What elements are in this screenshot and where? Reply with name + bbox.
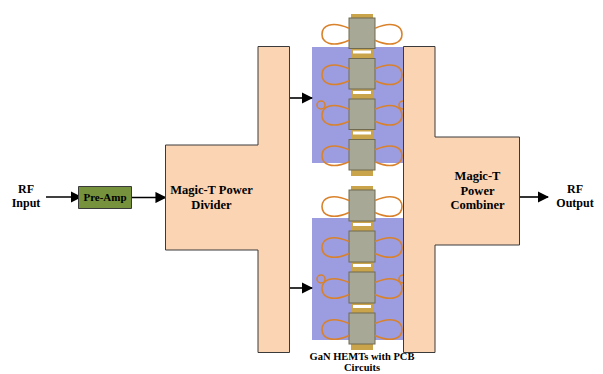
amplifier-box: Pre-Amp (78, 186, 132, 209)
gan-hemt-chip (349, 190, 375, 221)
feed-port (317, 101, 325, 109)
gan-hemt-chip (349, 99, 375, 130)
gan-hemt-chip (349, 18, 375, 49)
signal-arrow (290, 97, 312, 99)
matching-line (375, 279, 402, 299)
node-shape (404, 47, 520, 353)
power-combiner: Magic-T Power Combiner (403, 46, 520, 353)
matching-line (322, 238, 349, 258)
matching-line (375, 24, 402, 44)
gan-hemt-chip (349, 140, 375, 171)
matching-line (322, 146, 349, 166)
signal-connector (132, 197, 166, 199)
node-label: Magic-T Power Combiner (435, 169, 520, 212)
matching-line (322, 105, 349, 125)
matching-line (375, 105, 402, 125)
chip-gap (353, 223, 371, 226)
matching-line (375, 197, 402, 217)
matching-line (375, 65, 402, 85)
node-shape (166, 47, 290, 353)
chip-gap (353, 132, 371, 135)
caption-label: GaN HEMTs with PCB Circuits (297, 351, 427, 373)
node-label: Magic-T Power Divider (165, 183, 258, 212)
chip-gap (353, 91, 371, 94)
port-label: RF Output (549, 183, 601, 211)
chip-gap (353, 305, 371, 308)
signal-arrow (290, 287, 312, 289)
input-arrow (46, 196, 81, 198)
matching-line (322, 279, 349, 299)
gan-hemt-chip (349, 59, 375, 90)
matching-line (322, 24, 349, 44)
feed-port (317, 275, 325, 283)
matching-line (375, 238, 402, 258)
chip-gap (353, 51, 371, 54)
matching-line (322, 65, 349, 85)
matching-line (322, 320, 349, 340)
gan-hemt-chip (349, 313, 375, 344)
output-arrow (520, 196, 548, 198)
gan-hemt-chip (349, 272, 375, 303)
matching-line (375, 320, 402, 340)
port-label: RF Input (4, 183, 48, 211)
node-label: Pre-Amp (80, 191, 129, 204)
chip-gap (353, 264, 371, 267)
node-shape (79, 187, 132, 209)
gan-hemt-chip (349, 231, 375, 262)
matching-line (322, 197, 349, 217)
matching-line (375, 146, 402, 166)
power-divider: Magic-T Power Divider (165, 46, 290, 353)
